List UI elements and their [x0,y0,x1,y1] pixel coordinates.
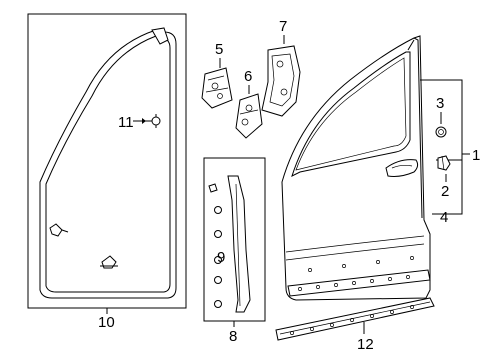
bracket-6 [235,93,263,139]
door-handle [385,159,419,177]
door-panel [281,35,431,301]
callout-10: 10 [98,314,115,331]
callout-3: 3 [436,95,444,112]
callout-4: 4 [440,209,448,226]
callout-9: 9 [217,249,225,266]
callout-7: 7 [279,18,287,35]
grommet-3 [435,126,447,138]
sill-molding [275,297,435,341]
sill-holes [298,256,414,291]
callout-2: 2 [441,183,449,200]
molding-holes [290,305,414,335]
seal-clip-bottom [101,255,117,269]
bolt [214,256,222,264]
sill-molding-group: 12 [275,297,435,353]
callout-8: 8 [229,328,237,345]
bolt-row [208,183,222,308]
clip-11 [151,116,161,126]
callout-1: 1 [472,147,480,164]
callout-6: 6 [244,68,252,85]
bolt-top [208,183,218,193]
door-shell-group: 1 3 2 4 [281,35,480,301]
callout-5: 5 [215,41,223,58]
callout-1-bracket [420,79,463,215]
bolt [214,276,222,284]
bolt [214,206,222,214]
weatherstrip-seal [39,29,177,299]
fastener-group: 9 8 [203,157,266,345]
bolt-2 [437,155,451,171]
weatherstrip-group: 11 10 [27,13,187,331]
callout-12: 12 [357,336,374,353]
door-sill [287,269,431,297]
bolt [214,230,222,238]
callout-11: 11 [118,114,134,131]
seal-clip-left [49,223,63,237]
bolt [214,300,222,308]
window-opening [291,51,411,177]
guide-strip [227,175,251,313]
bracket-7 [261,45,301,117]
hinge-brackets-group: 5 6 7 [201,18,301,139]
